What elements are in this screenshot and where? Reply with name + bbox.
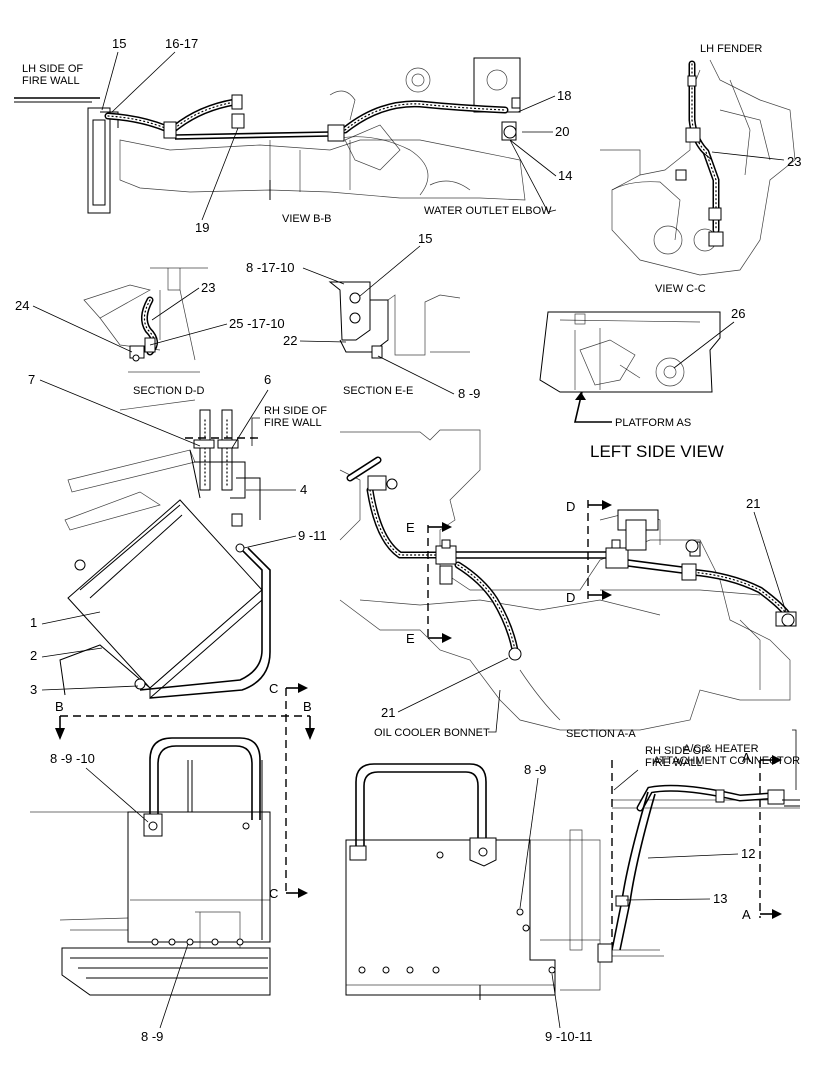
label-rh-side-fire-wall-top-line1: RH SIDE OF xyxy=(264,405,327,417)
view-bb-leaders xyxy=(101,51,557,221)
ac-heater-leaders xyxy=(613,729,797,901)
callout-4: 4 xyxy=(300,482,307,497)
view-bb-drawing xyxy=(14,57,526,214)
section-ee-drawing xyxy=(328,281,470,359)
section-aa-drawing xyxy=(339,429,797,731)
heater-assembly-drawing xyxy=(59,399,271,700)
callout-12: 12 xyxy=(741,846,755,861)
callout-14: 14 xyxy=(558,168,572,183)
label-water-outlet-elbow: WATER OUTLET ELBOW xyxy=(424,205,552,217)
label-rh-side-fire-wall-bottom-line2: FIRE WALL xyxy=(645,757,703,769)
callout-13: 13 xyxy=(713,891,727,906)
bottom-left-view-drawing xyxy=(30,737,271,996)
label-section-aa: SECTION A-A xyxy=(566,728,636,740)
section-e-top: E xyxy=(406,520,415,535)
bottom-middle-leaders xyxy=(519,777,561,1029)
section-b-right: B xyxy=(303,699,312,714)
section-d-bottom: D xyxy=(566,590,575,605)
callout-20: 20 xyxy=(555,124,569,139)
callout-7: 7 xyxy=(28,372,35,387)
callout-8-9-bottom-middle-top: 8 -9 xyxy=(524,762,546,777)
bottom-middle-view-drawing xyxy=(345,763,601,1000)
callout-16-17: 16-17 xyxy=(165,36,198,51)
view-cc-drawing xyxy=(600,59,796,276)
section-b-left: B xyxy=(55,699,64,714)
leader-23-cc xyxy=(711,151,785,161)
label-section-ee: SECTION E-E xyxy=(343,385,413,397)
callout-8-9-bottom-left: 8 -9 xyxy=(141,1029,163,1044)
section-dd-drawing xyxy=(83,267,208,373)
callout-23-dd: 23 xyxy=(201,280,215,295)
callout-9-11: 9 -11 xyxy=(298,528,327,543)
callout-18: 18 xyxy=(557,88,571,103)
label-lh-side-fire-wall-line1: LH SIDE OF xyxy=(22,63,83,75)
section-ee-leaders xyxy=(299,245,455,395)
callout-21-right: 21 xyxy=(746,496,760,511)
platform-plate-right xyxy=(345,839,556,996)
callout-8-9-10: 8 -9 -10 xyxy=(50,751,95,766)
callout-8-17-10: 8 -17-10 xyxy=(246,260,294,275)
section-d-top: D xyxy=(566,499,575,514)
label-view-cc: VIEW C-C xyxy=(655,283,706,295)
leader-26 xyxy=(673,321,735,369)
callout-8-9-ee: 8 -9 xyxy=(458,386,480,401)
callout-15-top: 15 xyxy=(112,36,126,51)
callout-24: 24 xyxy=(15,298,29,313)
label-lh-side-fire-wall-line2: FIRE WALL xyxy=(22,75,80,87)
callout-2: 2 xyxy=(30,648,37,663)
section-marker-d xyxy=(587,500,612,600)
section-c-top: C xyxy=(269,681,278,696)
callout-21-bottom: 21 xyxy=(381,705,395,720)
section-dd-leaders xyxy=(32,287,228,353)
label-section-dd: SECTION D-D xyxy=(133,385,205,397)
section-c-bottom: C xyxy=(269,886,278,901)
left-side-view-drawing xyxy=(539,311,721,423)
callout-6: 6 xyxy=(264,372,271,387)
label-platform-as: PLATFORM AS xyxy=(615,417,691,429)
label-left-side-view: LEFT SIDE VIEW xyxy=(590,442,724,461)
callout-26: 26 xyxy=(731,306,745,321)
callout-23-cc: 23 xyxy=(787,154,801,169)
callout-15-ee: 15 xyxy=(418,231,432,246)
callout-22: 22 xyxy=(283,333,297,348)
label-rh-side-fire-wall-bottom-line1: RH SIDE OF xyxy=(645,745,708,757)
section-marker-c xyxy=(285,683,308,898)
callout-9-10-11: 9 -10-11 xyxy=(545,1029,592,1044)
label-ac-heater-line1: A/C & HEATER xyxy=(683,743,759,755)
section-aa-leaders xyxy=(397,511,787,733)
bottom-left-leaders xyxy=(85,767,189,1029)
callout-1: 1 xyxy=(30,615,37,630)
label-oil-cooler-bonnet: OIL COOLER BONNET xyxy=(374,727,490,739)
ac-heater-connector-drawing xyxy=(597,755,800,963)
callout-19: 19 xyxy=(195,220,209,235)
callout-25-17-10: 25 -17-10 xyxy=(229,316,285,331)
section-e-bottom: E xyxy=(406,631,415,646)
section-a-bottom: A xyxy=(742,907,751,922)
label-ac-heater-line2: ATTACHMENT CONNECTOR xyxy=(653,755,800,767)
section-a-top: A xyxy=(742,750,751,765)
heater-box xyxy=(67,499,263,689)
heater-leaders xyxy=(39,379,297,691)
label-view-bb: VIEW B-B xyxy=(282,213,332,225)
section-marker-e xyxy=(427,522,452,643)
firewall-bracket xyxy=(87,107,111,214)
label-rh-side-fire-wall-top-line2: FIRE WALL xyxy=(264,417,322,429)
section-marker-b xyxy=(55,715,315,740)
callout-3: 3 xyxy=(30,682,37,697)
label-lh-fender: LH FENDER xyxy=(700,43,762,55)
